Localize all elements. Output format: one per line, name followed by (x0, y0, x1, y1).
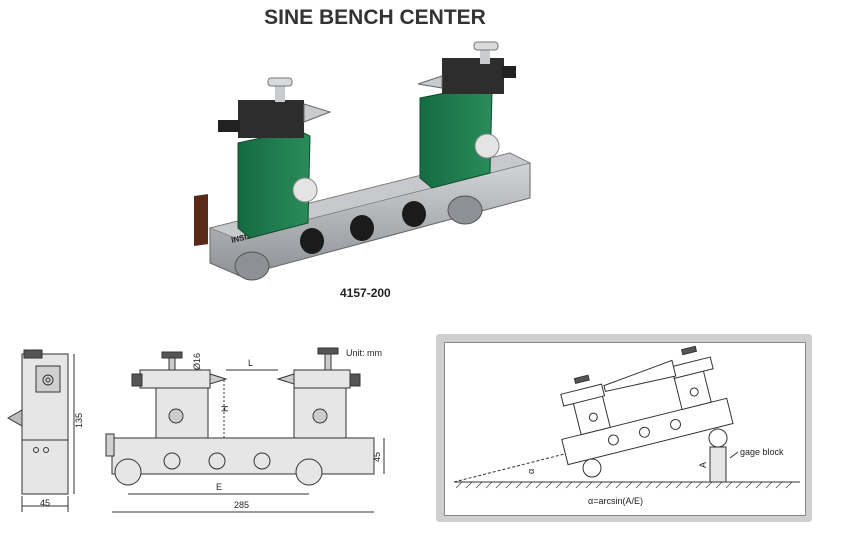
product-photo: INSIZE (194, 41, 532, 281)
setup-diagram: gage block A α α=arcsin(A/E) (453, 345, 800, 506)
gage-block-label: gage block (740, 447, 784, 457)
dimension-drawing: Unit: mm Ø16 L H E 285 45 45 135 (6, 347, 385, 513)
dim-H: H (220, 406, 230, 413)
dim-d16: Ø16 (192, 353, 202, 370)
dim-45-side: 45 (40, 498, 50, 508)
page-title: SINE BENCH CENTER (264, 6, 486, 29)
formula-label: α=arcsin(A/E) (588, 496, 643, 506)
model-number: 4157-200 (340, 286, 391, 300)
dim-135: 135 (74, 413, 84, 428)
dim-285: 285 (234, 500, 249, 510)
dim-E: E (216, 482, 222, 492)
unit-label: Unit: mm (346, 348, 382, 358)
a-label: A (698, 462, 708, 468)
alpha-label: α (526, 469, 536, 474)
dim-L: L (248, 358, 253, 368)
dim-45-front: 45 (372, 452, 382, 462)
